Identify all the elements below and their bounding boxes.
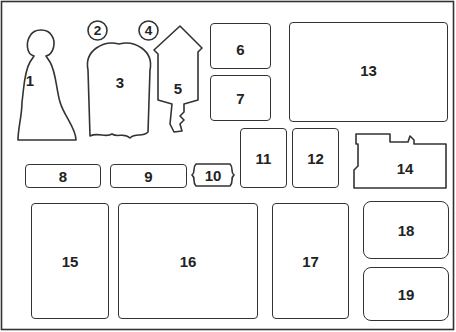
- piece-outline: [87, 43, 150, 138]
- die-cut-piece: 12: [292, 128, 339, 188]
- round-piece: 2: [87, 20, 108, 41]
- die-cut-piece: 14: [350, 130, 450, 190]
- die-cut-piece: 1: [16, 28, 78, 142]
- die-cut-piece: 18: [363, 201, 449, 259]
- die-cut-piece: 13: [289, 22, 448, 122]
- piece-number: 4: [145, 24, 153, 38]
- piece-outline: [88, 21, 107, 40]
- piece-outline: [16, 28, 78, 142]
- piece-outline: [354, 134, 446, 188]
- piece-number: 1: [26, 73, 34, 88]
- die-cut-piece: 16: [118, 203, 258, 319]
- piece-number: 12: [307, 151, 324, 166]
- die-cut-piece: 5: [150, 24, 206, 134]
- piece-number: 14: [397, 161, 414, 176]
- die-cut-piece: 9: [110, 164, 187, 188]
- piece-number: 3: [116, 75, 124, 90]
- piece-outline: [150, 24, 206, 134]
- piece-number: 9: [144, 169, 152, 184]
- die-cut-piece: 3: [84, 40, 154, 144]
- die-cut-piece: 7: [210, 75, 271, 121]
- piece-outline: [192, 164, 234, 186]
- piece-number: 7: [236, 91, 244, 106]
- piece-number: 16: [180, 254, 197, 269]
- round-piece: 4: [138, 20, 159, 41]
- piece-number: 19: [398, 287, 415, 302]
- piece-number: 2: [94, 24, 102, 38]
- piece-number: 5: [174, 81, 182, 96]
- piece-number: 18: [398, 223, 415, 238]
- piece-outline: [139, 21, 158, 40]
- piece-number: 8: [59, 169, 67, 184]
- die-cut-piece: 15: [31, 203, 109, 319]
- piece-number: 17: [302, 254, 319, 269]
- die-cut-piece: 17: [272, 203, 349, 319]
- piece-number: 15: [62, 254, 79, 269]
- die-cut-piece: 6: [210, 23, 271, 69]
- piece-number: 11: [256, 151, 272, 166]
- piece-number: 10: [205, 168, 222, 183]
- piece-number: 6: [236, 42, 244, 57]
- piece-outline: [18, 30, 76, 140]
- die-cut-piece: 19: [363, 267, 449, 321]
- die-cut-piece: 11: [240, 128, 287, 188]
- piece-number: 13: [360, 63, 377, 78]
- die-cut-piece: 10: [190, 162, 236, 188]
- piece-outline: [154, 26, 202, 132]
- piece-outline: [84, 40, 154, 144]
- die-cut-piece: 8: [25, 164, 101, 188]
